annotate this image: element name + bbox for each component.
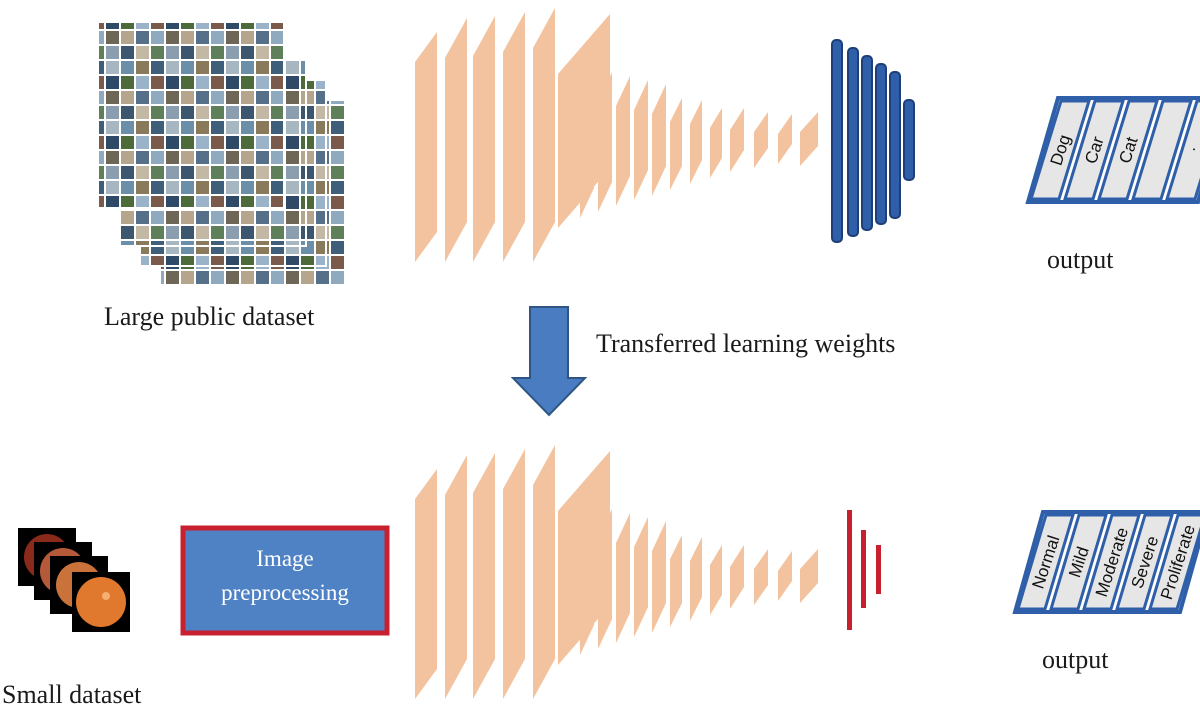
bottom-cnn-layers [415,445,818,699]
top-output-class-label: : [1187,145,1200,155]
dense-layer [847,47,859,237]
down-arrow-icon [510,306,588,417]
top-cnn-layers [415,8,818,262]
conv-layer [670,535,682,627]
conv-layer [533,8,555,262]
conv-layer [598,72,612,212]
conv-layer [634,517,648,637]
dense-layer [875,63,887,225]
bottom-output-cell [1114,513,1175,611]
conv-layer [415,32,437,262]
transfer-label: Transferred learning weights [596,329,895,358]
conv-layer [730,108,744,172]
top-output-cell [1096,99,1160,201]
conv-layer [616,76,630,206]
conv-layer [634,80,648,200]
top-output-cell [1130,99,1194,201]
conv-layer [690,537,702,621]
conv-layer [445,18,467,262]
conv-layer [616,513,630,643]
dense-layer [831,39,843,243]
conv-layer [473,16,495,262]
conv-layer [598,509,612,649]
conv-layer [670,98,682,190]
small-dataset-image-stack [18,528,130,632]
conv-layer [730,545,744,609]
bottom-output-cell [1015,513,1076,611]
new-dense-layer [847,510,852,630]
small-dataset-label: Small dataset [2,680,142,709]
dense-layer [861,55,873,231]
top-dense-layers [831,39,915,243]
conv-layer [503,12,525,262]
conv-layer [533,445,555,699]
output-bottom-label: output [1042,645,1109,674]
bottom-output-cell [1048,513,1109,611]
new-dense-layer [876,545,881,594]
conv-layer [415,469,437,699]
conv-layer [754,549,768,605]
top-output-cell [1164,99,1200,201]
top-output-cell [1062,99,1126,201]
dense-layer [903,99,915,181]
conv-layer [652,521,666,633]
conv-layer [580,509,594,655]
conv-layer [580,72,594,218]
large-dataset-label: Large public dataset [104,302,315,331]
preprocessing-box [180,525,390,636]
new-dense-layer [861,530,866,608]
bottom-output-cell [1081,513,1142,611]
output-top-label: output [1047,245,1114,274]
conv-layer [690,100,702,184]
conv-layer [800,549,818,603]
conv-layer [710,108,722,178]
conv-layer [652,84,666,196]
preprocessing-label-line2: preprocessing [221,580,349,605]
conv-layer [778,114,792,164]
bottom-output-cell [1147,513,1200,611]
conv-layer [473,453,495,699]
conv-layer [503,449,525,699]
bottom-dense-layers [847,510,881,630]
preprocessing-label-line1: Image [256,546,313,571]
conv-layer [445,455,467,699]
conv-layer [800,112,818,166]
large-dataset-image-stack [97,21,347,287]
conv-layer [710,545,722,615]
conv-layer [778,551,792,601]
dense-layer [889,71,901,219]
conv-layer [754,112,768,168]
top-output-cell [1028,99,1092,201]
